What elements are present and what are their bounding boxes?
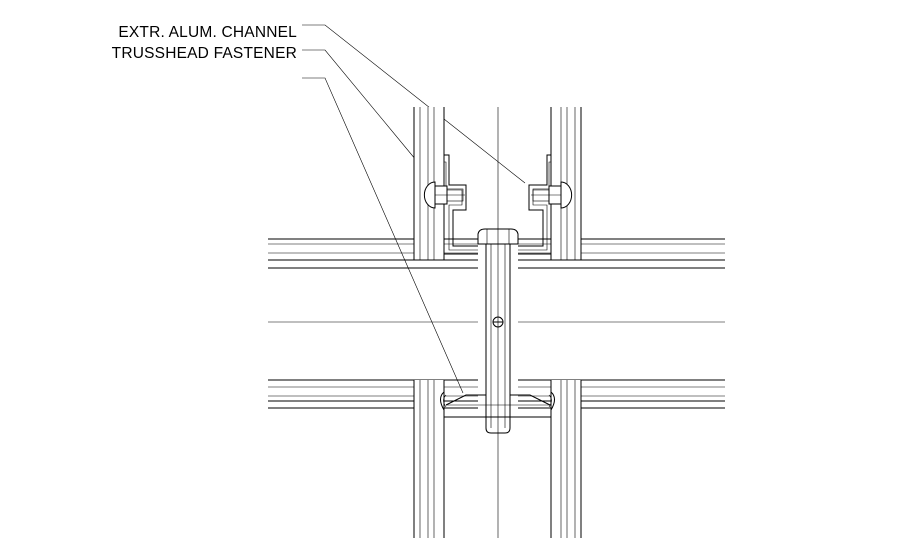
trusshead-fastener-left — [423, 181, 465, 209]
trusshead-fastener-right — [531, 181, 573, 209]
leader-lines — [302, 24, 526, 394]
label-extr-alum-channel: EXTR. ALUM. CHANNEL — [118, 24, 297, 41]
label-trusshead-fastener: TRUSSHEAD FASTENER — [112, 45, 297, 62]
vertical-mullions — [413, 107, 582, 538]
